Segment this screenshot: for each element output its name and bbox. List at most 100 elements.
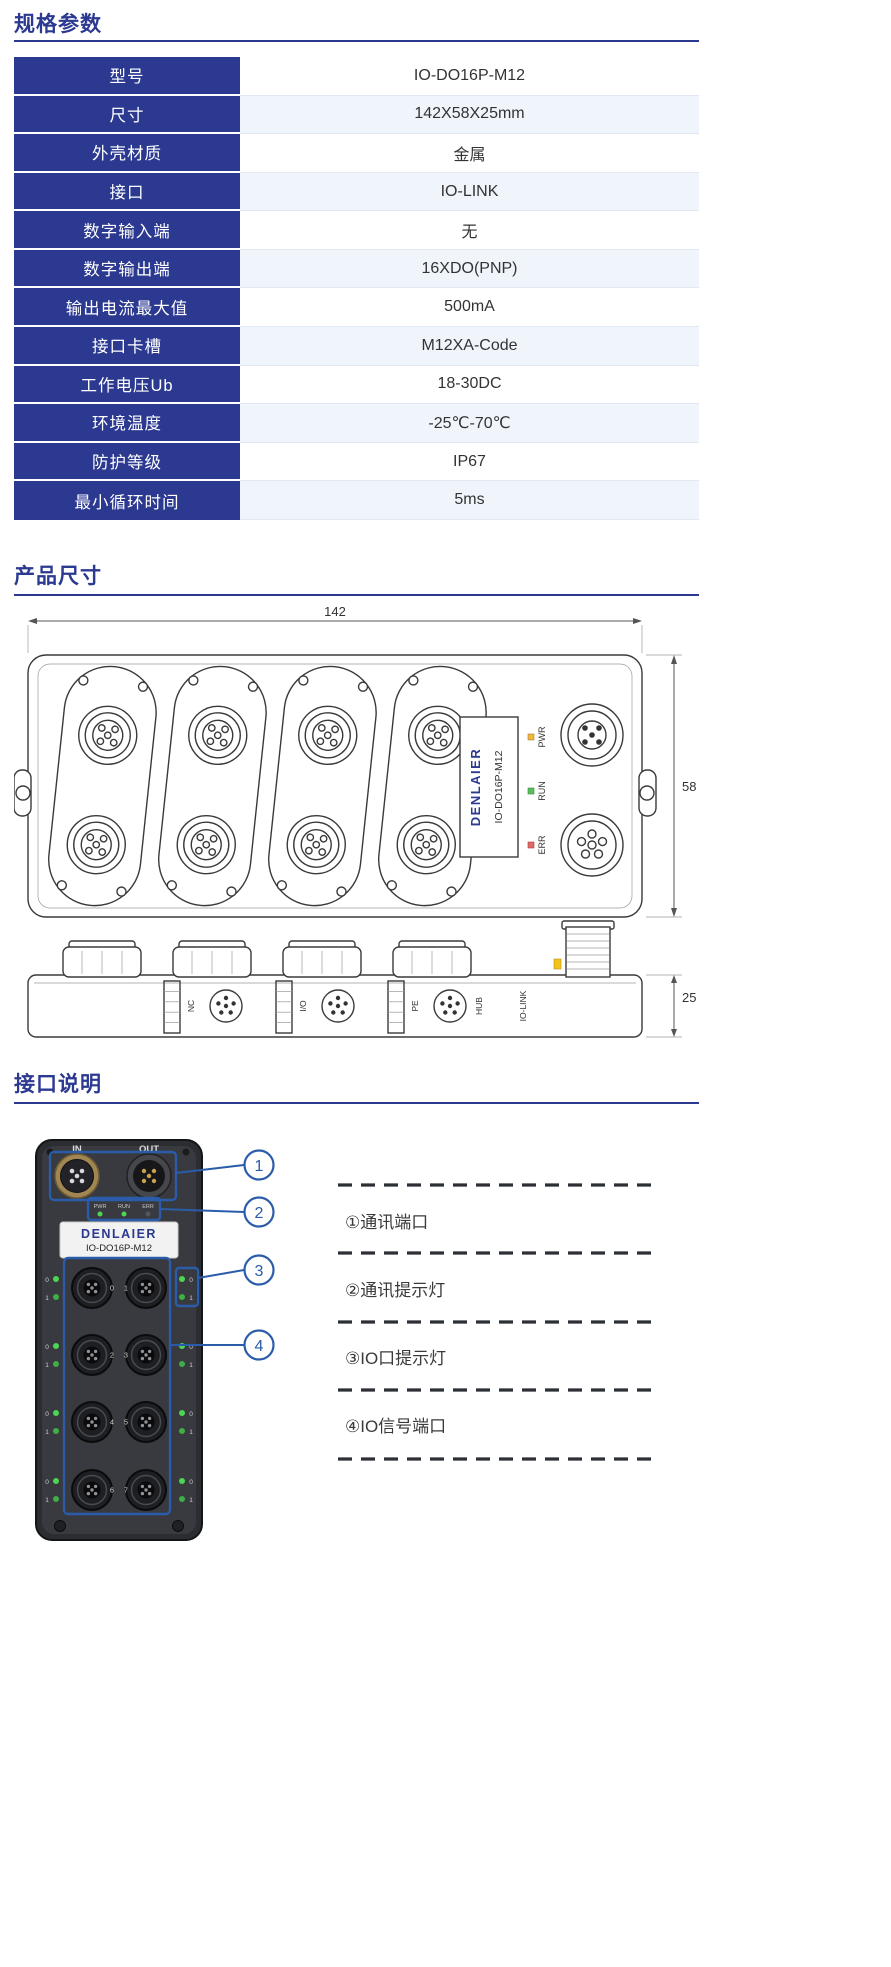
svg-text:2: 2 bbox=[255, 1205, 264, 1222]
screw-hole bbox=[54, 1520, 66, 1532]
spec-value: -25℃-70℃ bbox=[240, 404, 699, 443]
svg-text:0: 0 bbox=[45, 1277, 49, 1284]
io-port bbox=[125, 1334, 167, 1376]
yellow-marker bbox=[553, 958, 562, 970]
spec-label: 型号 bbox=[14, 57, 240, 96]
side-connector-bump bbox=[392, 940, 472, 978]
svg-text:1: 1 bbox=[255, 1158, 264, 1175]
spec-table: 型号 IO-DO16P-M12 尺寸 142X58X25mm 外壳材质 金属 接… bbox=[14, 57, 699, 520]
svg-text:3: 3 bbox=[124, 1353, 128, 1360]
device-model: IO-DO16P-M12 bbox=[86, 1243, 152, 1254]
spec-label: 外壳材质 bbox=[14, 134, 240, 173]
spec-value: IO-DO16P-M12 bbox=[240, 57, 699, 96]
svg-text:0: 0 bbox=[45, 1411, 49, 1418]
svg-text:0: 0 bbox=[189, 1411, 193, 1418]
spec-label: 防护等级 bbox=[14, 442, 240, 482]
side-label-pe: PE bbox=[410, 1000, 420, 1012]
svg-text:1: 1 bbox=[45, 1429, 49, 1436]
svg-text:1: 1 bbox=[189, 1362, 193, 1369]
callout-circle-2 bbox=[243, 1196, 275, 1228]
bus-connector bbox=[560, 813, 624, 877]
svg-text:5: 5 bbox=[124, 1420, 128, 1427]
side-power-connector bbox=[553, 920, 615, 978]
table-row: 尺寸 142X58X25mm bbox=[14, 95, 699, 135]
callout-circle-3 bbox=[243, 1254, 275, 1286]
callout-box-1 bbox=[48, 1150, 178, 1202]
led-run-label: RUN bbox=[537, 781, 547, 801]
side-label-nc: NC bbox=[186, 1000, 196, 1012]
svg-text:0: 0 bbox=[45, 1344, 49, 1351]
label-brand: DENLAIER bbox=[468, 748, 483, 826]
side-label-io: I/O bbox=[298, 1000, 308, 1012]
table-row: 接口卡槽 M12XA-Code bbox=[14, 327, 699, 366]
device-status-leds: PWR RUN ERR bbox=[94, 1204, 154, 1217]
spec-label: 数字输入端 bbox=[14, 211, 240, 250]
svg-text:4: 4 bbox=[110, 1420, 114, 1427]
spec-label: 输出电流最大值 bbox=[14, 288, 240, 328]
dim-height-label: 58 bbox=[682, 779, 696, 794]
svg-text:1: 1 bbox=[189, 1295, 193, 1302]
legend-item-2: ②通讯提示灯 bbox=[345, 1281, 445, 1300]
table-row: 数字输出端 16XDO(PNP) bbox=[14, 249, 699, 289]
io-port bbox=[71, 1469, 113, 1511]
io-port bbox=[71, 1334, 113, 1376]
device-led-err: ERR bbox=[142, 1204, 154, 1210]
svg-text:0: 0 bbox=[189, 1277, 193, 1284]
device-led-pwr: PWR bbox=[94, 1204, 107, 1210]
mounting-ear-right bbox=[638, 769, 657, 817]
device-side-outline bbox=[27, 974, 643, 1038]
spec-value: 金属 bbox=[240, 134, 699, 173]
in-connector bbox=[54, 1153, 100, 1199]
label-model: IO-DO16P-M12 bbox=[493, 750, 505, 823]
device-label-plate: DENLAIER IO-DO16P-M12 bbox=[59, 1221, 179, 1259]
dim-width-label: 142 bbox=[324, 604, 346, 619]
connector-plate bbox=[267, 665, 377, 907]
device-led-run: RUN bbox=[118, 1204, 130, 1210]
legend: ①通讯端口 ②通讯提示灯 ③IO口提示灯 ④IO信号端口 bbox=[338, 1183, 660, 1461]
spec-label: 接口卡槽 bbox=[14, 327, 240, 366]
callouts: 1 2 3 4 bbox=[48, 1149, 275, 1516]
spec-value: IP67 bbox=[240, 442, 699, 482]
svg-text:2: 2 bbox=[110, 1353, 114, 1360]
svg-text:0: 0 bbox=[110, 1286, 114, 1293]
spec-value: 18-30DC bbox=[240, 365, 699, 405]
mounting-ear-left bbox=[14, 769, 32, 817]
spec-label: 数字输出端 bbox=[14, 249, 240, 289]
callout-box-3 bbox=[174, 1266, 200, 1308]
table-row: 最小循环时间 5ms bbox=[14, 481, 699, 520]
spec-label: 最小循环时间 bbox=[14, 481, 240, 520]
device-render: IN OUT PWR RUN ERR bbox=[35, 1139, 203, 1541]
side-connector-bump bbox=[172, 940, 252, 978]
table-row: 外壳材质 金属 bbox=[14, 134, 699, 173]
io-port bbox=[125, 1401, 167, 1443]
io-port bbox=[125, 1267, 167, 1309]
svg-text:6: 6 bbox=[110, 1488, 114, 1495]
connector-plate bbox=[157, 665, 267, 907]
interface-diagram: IN OUT PWR RUN ERR bbox=[35, 1139, 660, 1541]
svg-text:0: 0 bbox=[189, 1344, 193, 1351]
out-connector bbox=[126, 1153, 172, 1199]
io-port bbox=[71, 1401, 113, 1443]
svg-text:3: 3 bbox=[255, 1263, 264, 1280]
callout-box-4 bbox=[62, 1256, 172, 1516]
specs-title: 规格参数 bbox=[14, 13, 102, 36]
table-row: 型号 IO-DO16P-M12 bbox=[14, 57, 699, 96]
led-pwr-label: PWR bbox=[537, 726, 547, 747]
spec-value: 16XDO(PNP) bbox=[240, 249, 699, 289]
spec-label: 尺寸 bbox=[14, 95, 240, 135]
legend-item-4: ④IO信号端口 bbox=[345, 1417, 446, 1436]
legend-item-1: ①通讯端口 bbox=[345, 1213, 428, 1232]
table-row: 防护等级 IP67 bbox=[14, 442, 699, 482]
dimension-drawing: 142 bbox=[14, 604, 696, 1038]
callout-circle-1 bbox=[243, 1149, 275, 1181]
dim-depth-label: 25 bbox=[682, 990, 696, 1005]
spec-value: IO-LINK bbox=[240, 172, 699, 212]
svg-text:1: 1 bbox=[45, 1362, 49, 1369]
device-brand: DENLAIER bbox=[81, 1227, 157, 1241]
io-port bbox=[71, 1267, 113, 1309]
svg-text:4: 4 bbox=[255, 1338, 264, 1355]
screw-hole bbox=[172, 1520, 184, 1532]
side-label-hub: HUB bbox=[474, 997, 484, 1015]
